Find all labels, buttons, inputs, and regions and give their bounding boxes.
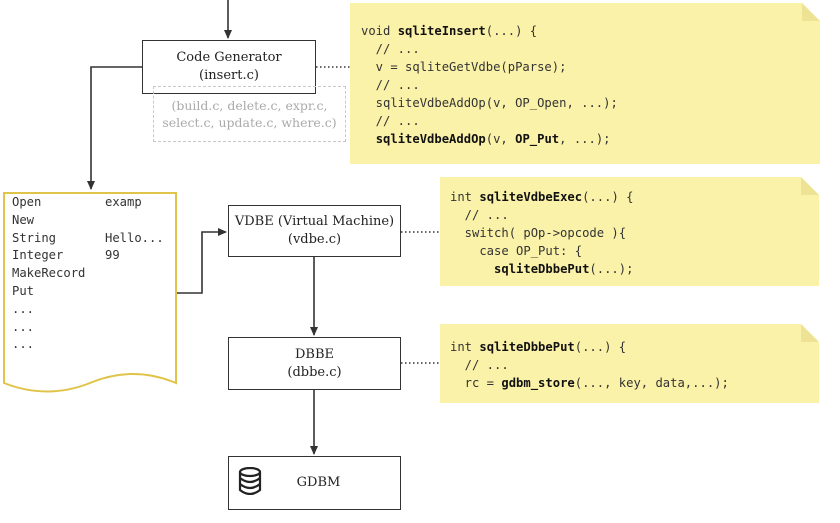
dbbe-box: DBBE (dbbe.c) bbox=[228, 337, 401, 390]
dbbe-title: DBBE bbox=[294, 346, 335, 362]
code-text: v = sqliteGetVdbe(pParse); bbox=[361, 60, 567, 74]
code-generator-title: Code Generator bbox=[176, 50, 282, 65]
code-line: // ... bbox=[450, 356, 729, 374]
code-text: rc = bbox=[450, 376, 502, 390]
code-line: switch( pOp->opcode ){ bbox=[450, 224, 633, 242]
other-sources-box: (build.c, delete.c, expr.c, select.c, up… bbox=[153, 86, 346, 142]
other-sources-line-2: select.c, update.c, where.c) bbox=[162, 115, 337, 130]
program-operand: Hello... bbox=[105, 230, 164, 245]
gdbm-title: GDBM bbox=[296, 475, 341, 490]
vdbe-exec-code: int sqliteVdbeExec(...) { // ... switch(… bbox=[450, 188, 633, 278]
program-opcode: New bbox=[12, 212, 35, 227]
code-text: (...) { bbox=[582, 190, 634, 204]
code-text: (...) { bbox=[574, 340, 627, 354]
code-line: case OP_Put: { bbox=[450, 242, 633, 260]
program-operand: 99 bbox=[105, 248, 120, 263]
program-document-shape bbox=[3, 192, 177, 393]
code-text: // ... bbox=[361, 42, 420, 56]
vdbe-title: VDBE (Virtual Machine) bbox=[234, 214, 395, 229]
program-to-vdbe-arrow bbox=[177, 228, 227, 294]
vdbe-box: VDBE (Virtual Machine) (vdbe.c) bbox=[228, 205, 401, 257]
code-line: v = sqliteGetVdbe(pParse); bbox=[361, 58, 618, 76]
code-line: // ... bbox=[450, 206, 633, 224]
code-generator-file: (insert.c) bbox=[199, 68, 259, 83]
program-opcode: ... bbox=[12, 301, 35, 316]
program-operand bbox=[105, 283, 164, 301]
program-opcode: Integer bbox=[12, 248, 64, 263]
program-operand-list: examp Hello... 99 bbox=[105, 194, 164, 354]
gdbm-box: GDBM bbox=[228, 456, 401, 510]
code-keyword: gdbm_store bbox=[501, 376, 575, 390]
program-operand bbox=[105, 301, 164, 319]
code-text: switch( pOp->opcode ){ bbox=[450, 226, 627, 240]
program-operand bbox=[105, 319, 164, 337]
code-generator-box: Code Generator (insert.c) bbox=[142, 40, 316, 94]
other-sources-line-1: (build.c, delete.c, expr.c, bbox=[171, 98, 328, 113]
code-text: (v, bbox=[485, 132, 516, 146]
code-keyword: sqliteDbbePut bbox=[494, 262, 590, 276]
code-line: rc = gdbm_store(..., key, data,...); bbox=[450, 374, 729, 392]
code-keyword: sqliteVdbeAddOp bbox=[375, 132, 486, 146]
program-opcode: Put bbox=[12, 283, 35, 298]
code-text: (...) { bbox=[485, 24, 538, 38]
code-text: // ... bbox=[450, 358, 509, 372]
code-text bbox=[361, 132, 376, 146]
code-text: // ... bbox=[361, 114, 420, 128]
code-line: sqliteVdbeAddOp(v, OP_Put, ...); bbox=[361, 130, 618, 148]
program-operand bbox=[105, 336, 164, 354]
code-keyword: sqliteDbbePut bbox=[479, 340, 575, 354]
code-text: (...); bbox=[589, 262, 634, 276]
dbbe-put-code-note: int sqliteDbbePut(...) { // ... rc = gdb… bbox=[440, 324, 819, 403]
code-keyword: sqliteInsert bbox=[397, 24, 486, 38]
codegen-to-program-arrow bbox=[87, 66, 142, 190]
code-text: // ... bbox=[361, 78, 420, 92]
code-line: // ... bbox=[361, 112, 618, 130]
code-text: (..., key, data,...); bbox=[574, 376, 729, 390]
code-keyword: OP_Put bbox=[515, 132, 560, 146]
code-line: // ... bbox=[361, 40, 618, 58]
code-text: sqliteVdbeAddOp(v, OP_Open, ...); bbox=[361, 96, 618, 110]
code-text: int bbox=[450, 190, 480, 204]
database-icon bbox=[238, 467, 262, 495]
code-keyword: sqliteVdbeExec bbox=[479, 190, 583, 204]
code-line: // ... bbox=[361, 76, 618, 94]
code-text: int bbox=[450, 340, 480, 354]
vdbe-file: (vdbe.c) bbox=[287, 232, 342, 247]
code-text: // ... bbox=[450, 208, 509, 222]
code-text bbox=[450, 262, 494, 276]
code-line: sqliteDbbePut(...); bbox=[450, 260, 633, 278]
vdbe-exec-code-note: int sqliteVdbeExec(...) { // ... switch(… bbox=[440, 177, 819, 286]
dbbe-file: (dbbe.c) bbox=[287, 364, 342, 380]
code-line: void sqliteInsert(...) { bbox=[361, 22, 618, 40]
code-line: int sqliteDbbePut(...) { bbox=[450, 338, 729, 356]
program-opcode: Open bbox=[12, 195, 42, 209]
program-opcode: ... bbox=[12, 319, 35, 334]
code-line: int sqliteVdbeExec(...) { bbox=[450, 188, 633, 206]
code-line: sqliteVdbeAddOp(v, OP_Open, ...); bbox=[361, 94, 618, 112]
code-text: void bbox=[361, 24, 398, 38]
dbbe-put-code: int sqliteDbbePut(...) { // ... rc = gdb… bbox=[450, 338, 729, 392]
insert-code-note: void sqliteInsert(...) { // ... v = sqli… bbox=[350, 3, 820, 164]
program-opcode: MakeRecord bbox=[12, 266, 86, 281]
program-opcode: String bbox=[12, 230, 57, 245]
code-text: case OP_Put: { bbox=[450, 244, 583, 258]
program-operand bbox=[105, 265, 164, 283]
code-text: , ...); bbox=[559, 132, 611, 146]
program-operand: examp bbox=[105, 195, 142, 209]
program-operand bbox=[105, 212, 164, 230]
insert-code: void sqliteInsert(...) { // ... v = sqli… bbox=[361, 22, 618, 148]
program-opcode: ... bbox=[12, 337, 35, 352]
